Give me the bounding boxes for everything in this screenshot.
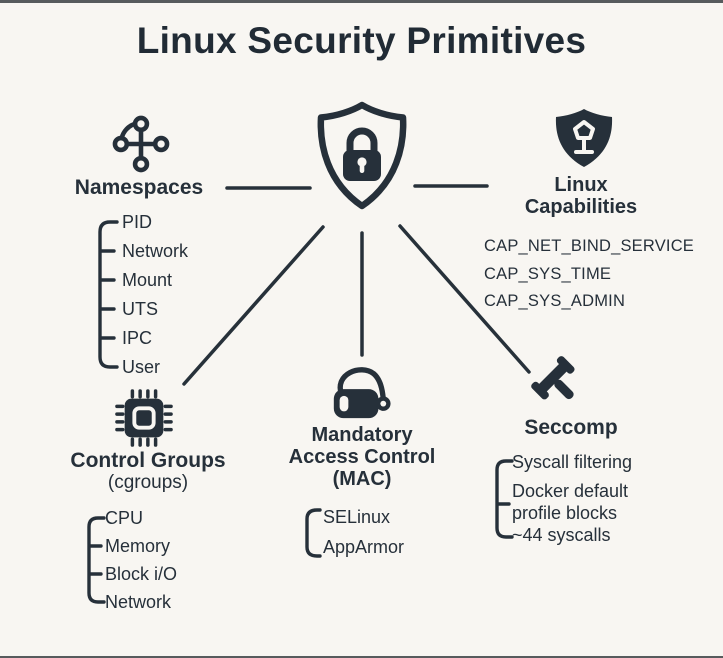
- mac-label-line1: Mandatory: [311, 424, 413, 446]
- list-item: UTS: [122, 299, 158, 319]
- mac-list: SELinux AppArmor: [300, 502, 404, 562]
- list-item: IPC: [122, 328, 153, 348]
- list-item: User: [122, 357, 161, 377]
- list-item: Network: [122, 241, 189, 261]
- cpu-chip-icon: [115, 389, 173, 452]
- list-item: AppArmor: [323, 537, 405, 557]
- namespaces-bracket: [98, 220, 119, 369]
- mac-label: Mandatory Access Control (MAC): [262, 424, 462, 490]
- capabilities-label: Linux Capabilities: [481, 174, 681, 218]
- line-center-to-cgroups: [182, 225, 325, 386]
- seccomp-list: Syscall filtering Docker default profile…: [490, 448, 644, 546]
- mac-label-line2: Access Control: [288, 446, 436, 468]
- cgroups-sublabel: (cgroups): [107, 472, 189, 493]
- shield-key-icon: [552, 107, 616, 174]
- page-title: Linux Security Primitives: [136, 20, 587, 61]
- network-namespaces-icon: [108, 112, 174, 181]
- list-item: CAP_SYS_TIME: [484, 264, 612, 283]
- cgroups-bracket: [87, 516, 106, 604]
- list-item: Network: [105, 592, 172, 612]
- list-item: Memory: [105, 536, 171, 556]
- gavel-icon: [519, 350, 585, 421]
- list-item: Mount: [122, 270, 173, 290]
- list-item: CAP_NET_BIND_SERVICE: [484, 237, 695, 255]
- capabilities-label-line2: Capabilities: [524, 196, 638, 218]
- namespaces-list: PID Network Mount UTS IPC User: [93, 208, 188, 382]
- mac-bracket: [305, 508, 322, 558]
- seccomp-label: Seccomp: [524, 416, 618, 439]
- list-item: Docker default profile blocks ~44 syscal…: [512, 481, 629, 545]
- bottom-border: [0, 656, 723, 658]
- capabilities-label-line1: Linux: [554, 174, 608, 196]
- mac-label-line3: (MAC): [332, 468, 392, 490]
- seccomp-bracket: [495, 459, 514, 539]
- padlock-open-icon: [328, 363, 392, 426]
- top-border: [0, 0, 723, 3]
- list-item: PID: [122, 212, 153, 232]
- list-item: SELinux: [323, 507, 391, 527]
- namespaces-label: Namespaces: [74, 176, 204, 199]
- capabilities-list: CAP_NET_BIND_SERVICE CAP_SYS_TIME CAP_SY…: [484, 233, 694, 316]
- list-item: Syscall filtering: [512, 452, 633, 472]
- list-item: Block i/O: [105, 564, 178, 584]
- shield-lock-icon: [310, 100, 414, 227]
- list-item: CAP_SYS_ADMIN: [484, 292, 626, 310]
- line-center-to-seccomp: [398, 224, 531, 374]
- cgroups-label: Control Groups: [70, 449, 226, 472]
- list-item: CPU: [105, 508, 144, 528]
- cgroups-list: CPU Memory Block i/O Network: [82, 504, 177, 616]
